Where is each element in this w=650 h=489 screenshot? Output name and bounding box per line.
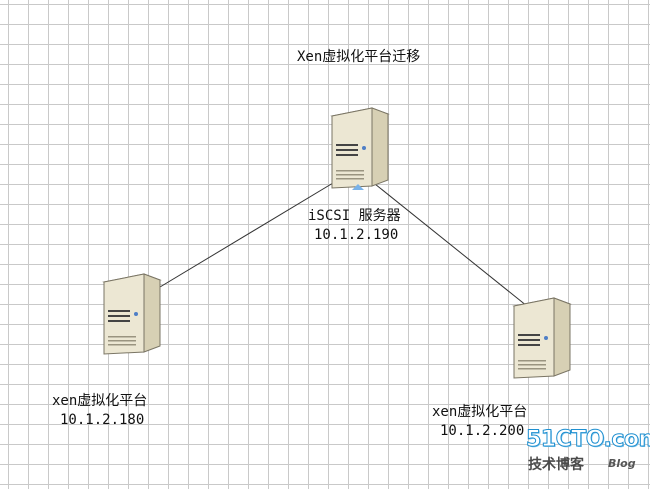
watermark-subtitle: 技术博客	[528, 457, 584, 473]
iscsi-server-ip: 10.1.2.190	[314, 227, 399, 243]
xen-right-name: xen虚拟化平台	[432, 404, 528, 420]
connection-line-iscsi-xen-right	[369, 179, 528, 307]
diagram-title: Xen虚拟化平台迁移	[297, 49, 421, 65]
xen-right-ip: 10.1.2.200	[440, 423, 525, 439]
xen-left-ip: 10.1.2.180	[60, 412, 145, 428]
server-tower-icon	[512, 297, 572, 379]
server-tower-icon	[102, 273, 162, 355]
watermark-blog: Blog	[608, 457, 636, 470]
watermark-logo: 51CTO.com	[526, 427, 650, 453]
watermark: 51CTO.com 技术博客 Blog	[526, 427, 650, 477]
server-tower-icon	[330, 107, 390, 190]
xen-left-name: xen虚拟化平台	[52, 393, 148, 409]
iscsi-server-name: iSCSI 服务器	[308, 208, 401, 224]
connection-line-iscsi-xen-left	[159, 179, 339, 288]
